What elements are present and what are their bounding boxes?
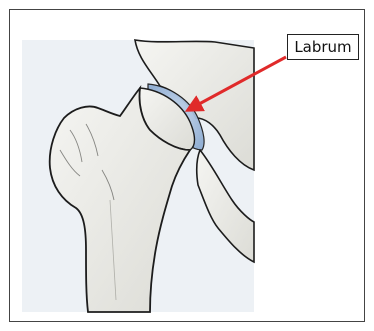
labrum-callout-label: Labrum xyxy=(287,34,359,60)
